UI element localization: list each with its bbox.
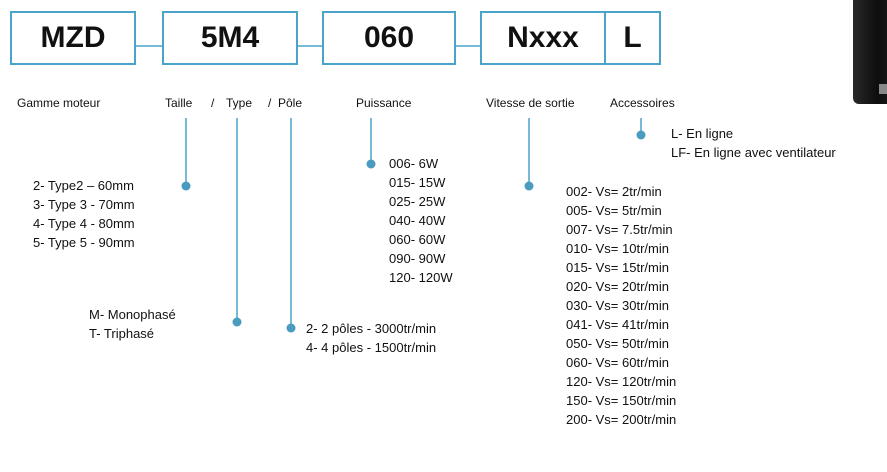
list-item: 005- Vs= 5tr/min <box>566 203 662 218</box>
list-item: 060- Vs= 60tr/min <box>566 355 669 370</box>
list-item: 030- Vs= 30tr/min <box>566 298 669 313</box>
list-item: 015- Vs= 15tr/min <box>566 260 669 275</box>
list-item: 041- Vs= 41tr/min <box>566 317 669 332</box>
list-item: 060- 60W <box>389 232 446 247</box>
list-item: 200- Vs= 200tr/min <box>566 412 677 427</box>
accessory-dot <box>636 130 646 140</box>
list-item: 006- 6W <box>389 156 439 171</box>
list-item: 015- 15W <box>389 175 446 190</box>
label-accessory: Accessoires <box>610 96 675 110</box>
list-item: 150- Vs= 150tr/min <box>566 393 677 408</box>
code-accessory: L <box>623 21 642 54</box>
label-speed: Vitesse de sortie <box>486 96 575 110</box>
label-range: Gamme moteur <box>17 96 101 110</box>
list-item: 025- 25W <box>389 194 446 209</box>
list-item: 010- Vs= 10tr/min <box>566 241 669 256</box>
list-item: 090- 90W <box>389 251 446 266</box>
list-item: 3- Type 3 - 70mm <box>33 197 135 212</box>
pole-dot <box>286 323 296 333</box>
code-box-range: MZD <box>10 11 136 65</box>
code-box-size-type-pole: 5M4 <box>162 11 298 65</box>
accessory-list: L- En ligne LF- En ligne avec ventilateu… <box>671 124 836 162</box>
motor-photo <box>853 0 887 104</box>
list-item: 4- 4 pôles - 1500tr/min <box>306 340 437 355</box>
label-sep1: / <box>211 96 215 110</box>
size-dot <box>181 181 191 191</box>
pole-list: 2- 2 pôles - 3000tr/min 4- 4 pôles - 150… <box>306 319 436 357</box>
code-size-type-pole: 5M4 <box>200 21 260 54</box>
list-item: 2- 2 pôles - 3000tr/min <box>306 321 437 336</box>
list-item: 120- Vs= 120tr/min <box>566 374 677 389</box>
power-list: 006- 6W 015- 15W 025- 25W 040- 40W 060- … <box>389 154 453 287</box>
list-item: 5- Type 5 - 90mm <box>33 235 135 250</box>
code-speed: Nxxx <box>507 21 579 54</box>
list-item: M- Monophasé <box>89 307 176 322</box>
type-list: M- Monophasé T- Triphasé <box>89 305 176 343</box>
power-dot <box>366 159 376 169</box>
label-power: Puissance <box>356 96 412 110</box>
list-item: 007- Vs= 7.5tr/min <box>566 222 673 237</box>
list-item: 050- Vs= 50tr/min <box>566 336 669 351</box>
speed-list: 002- Vs= 2tr/min 005- Vs= 5tr/min 007- V… <box>566 182 676 429</box>
code-range: MZD <box>40 21 106 54</box>
list-item: L- En ligne <box>671 126 734 141</box>
code-box-speed: Nxxx <box>480 11 606 65</box>
list-item: 040- 40W <box>389 213 446 228</box>
speed-dot <box>524 181 534 191</box>
code-power: 060 <box>363 21 415 54</box>
list-item: T- Triphasé <box>89 326 155 341</box>
label-pole: Pôle <box>278 96 303 110</box>
list-item: 2- Type2 – 60mm <box>33 178 134 193</box>
label-type: Type <box>226 96 253 110</box>
list-item: LF- En ligne avec ventilateur <box>671 145 836 160</box>
label-sep2: / <box>268 96 272 110</box>
list-item: 002- Vs= 2tr/min <box>566 184 662 199</box>
code-box-accessory: L <box>604 11 661 65</box>
type-dot <box>232 317 242 327</box>
list-item: 020- Vs= 20tr/min <box>566 279 669 294</box>
code-box-power: 060 <box>322 11 456 65</box>
label-size: Taille <box>165 96 193 110</box>
list-item: 4- Type 4 - 80mm <box>33 216 135 231</box>
list-item: 120- 120W <box>389 270 453 285</box>
size-list: 2- Type2 – 60mm 3- Type 3 - 70mm 4- Type… <box>33 176 135 252</box>
